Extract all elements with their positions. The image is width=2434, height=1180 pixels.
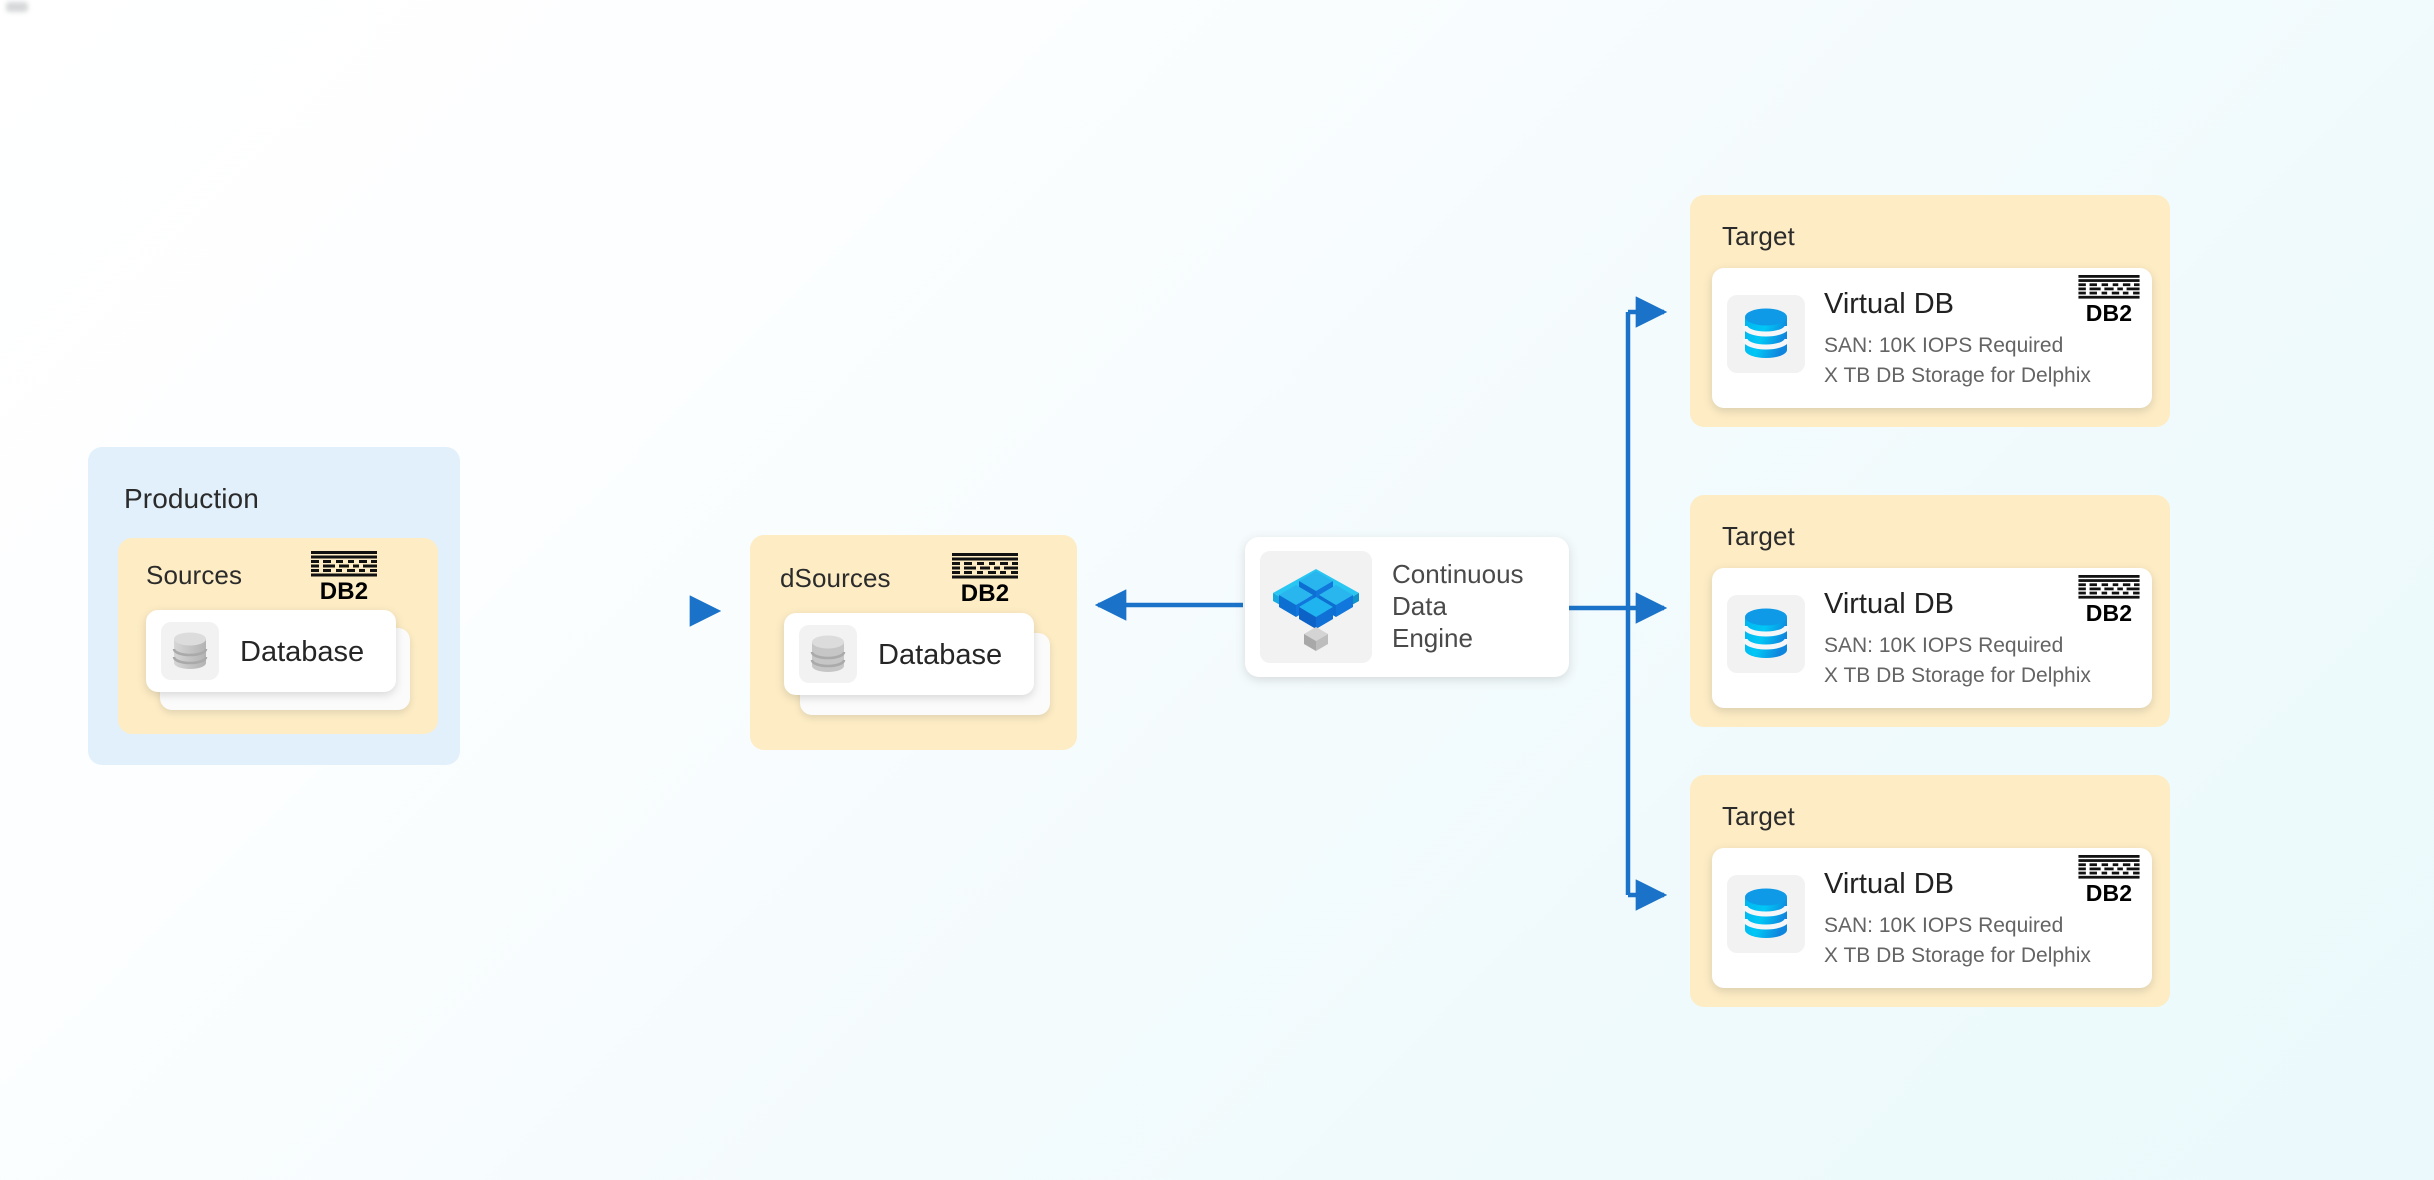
ibm-mark-icon [952,553,1018,579]
ibm-mark-icon [2078,855,2140,879]
virtual-db-line1-1: SAN: 10K IOPS Required [1824,334,2064,357]
db2-label: DB2 [2085,600,2133,626]
ibm-db2-logo-dsources: DB2 [952,553,1018,606]
virtual-db-icon-tile-2 [1727,595,1805,673]
virtual-db-title-1: Virtual DB [1824,288,1955,320]
db2-label: DB2 [2085,300,2133,326]
virtual-db-line2-1: X TB DB Storage for Delphix [1824,364,2091,387]
virtual-db-cylinder-icon [1742,308,1790,358]
virtual-db-line2-3: X TB DB Storage for Delphix [1824,944,2091,967]
virtual-db-title-3: Virtual DB [1824,868,1955,900]
virtual-db-line2-2: X TB DB Storage for Delphix [1824,664,2091,687]
database-cylinder-icon [172,632,208,669]
database-icon-tile-sources [161,622,219,680]
ibm-db2-logo-target-2: DB2 [2078,575,2140,625]
target-zone-title-2: Target [1722,521,1795,551]
database-icon-tile-dsources [799,625,857,683]
database-cylinder-icon [810,635,846,672]
virtual-db-cylinder-icon [1742,888,1790,938]
virtual-db-line1-3: SAN: 10K IOPS Required [1824,914,2064,937]
sources-panel-title: Sources [146,560,243,590]
target-zone-title-3: Target [1722,801,1795,831]
ibm-db2-logo-sources: DB2 [311,551,377,604]
db2-label: DB2 [319,578,369,605]
production-zone-title: Production [124,483,259,514]
db2-label: DB2 [960,580,1010,607]
ibm-mark-icon [2078,275,2140,299]
ibm-mark-icon [2078,575,2140,599]
ibm-mark-icon [311,551,377,577]
target-zone-title-1: Target [1722,221,1795,251]
virtual-db-icon-tile-1 [1727,295,1805,373]
database-card-label-sources: Database [240,636,365,668]
continuous-data-engine-cubes-icon [1273,569,1359,651]
dsources-panel-title: dSources [780,563,891,593]
engine-icon-tile [1260,551,1372,663]
ibm-db2-logo-target-3: DB2 [2078,855,2140,905]
corner-artifact [6,2,28,12]
virtual-db-title-2: Virtual DB [1824,588,1955,620]
database-card-label-dsources: Database [878,639,1003,671]
arrow-engine-branch-trunk [1569,312,1631,895]
virtual-db-cylinder-icon [1742,608,1790,658]
ibm-db2-logo-target-1: DB2 [2078,275,2140,325]
db2-label: DB2 [2085,880,2133,906]
continuous-data-engine-label: Continuous Data Engine [1392,559,1524,653]
virtual-db-line1-2: SAN: 10K IOPS Required [1824,634,2064,657]
virtual-db-icon-tile-3 [1727,875,1805,953]
